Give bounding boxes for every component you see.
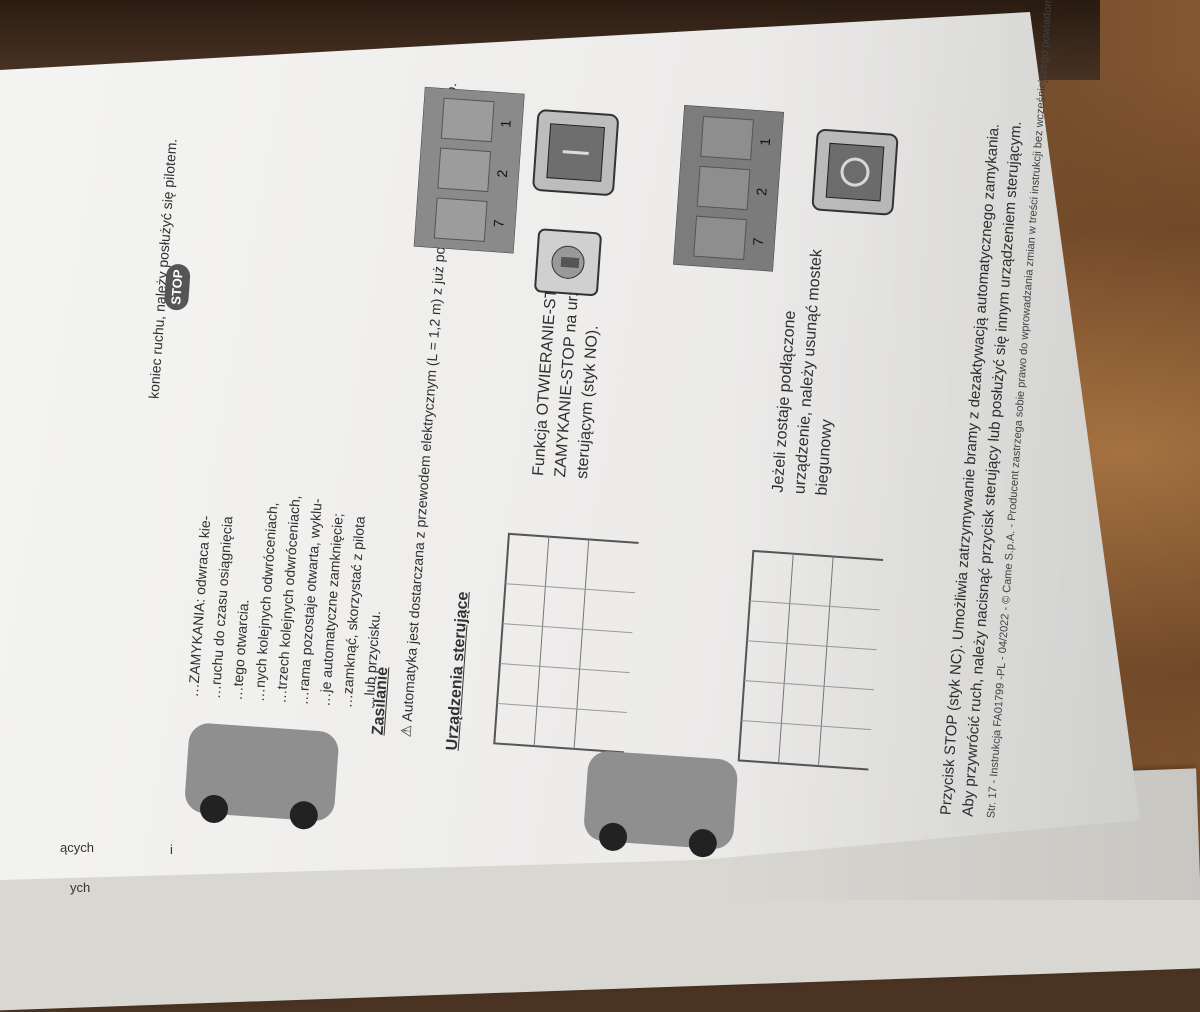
function-text-2: Jeżeli zostaje podłączone urządzenie, na… bbox=[769, 248, 836, 497]
car-illustration-2 bbox=[584, 751, 738, 858]
terminal-label: 2 bbox=[753, 187, 770, 196]
terminal-label: 7 bbox=[750, 237, 767, 246]
terminal-block-diagram-2: 7 2 1 bbox=[673, 105, 785, 272]
margin-fragment: ych bbox=[70, 880, 91, 895]
margin-fragment: i bbox=[170, 842, 173, 857]
margin-fragment: ących bbox=[60, 840, 94, 855]
key-switch-illustration bbox=[534, 228, 602, 296]
terminal-label: 1 bbox=[757, 137, 774, 146]
terminal-block-diagram-1: 7 2 1 bbox=[413, 86, 525, 254]
push-button-illustration bbox=[532, 109, 619, 196]
gate-illustration-2 bbox=[737, 549, 884, 771]
stop-badge: STOP bbox=[163, 263, 191, 311]
left-column-text: …ZAMYKANIA: odwraca kie- …ruchu do czasu… bbox=[182, 417, 399, 710]
terminal-label: 1 bbox=[497, 119, 514, 128]
terminal-label: 2 bbox=[494, 169, 511, 178]
car-illustration-1 bbox=[185, 723, 339, 830]
terminal-label: 7 bbox=[490, 219, 507, 228]
rotated-page-content: Str. 17 - Instrukcja FA01799 -PL - 04/20… bbox=[70, 0, 1130, 934]
gate-illustration-1 bbox=[493, 532, 639, 754]
stop-button-illustration bbox=[811, 128, 899, 216]
section-heading-urzadzenia: Urządzenia sterujące bbox=[443, 591, 472, 752]
